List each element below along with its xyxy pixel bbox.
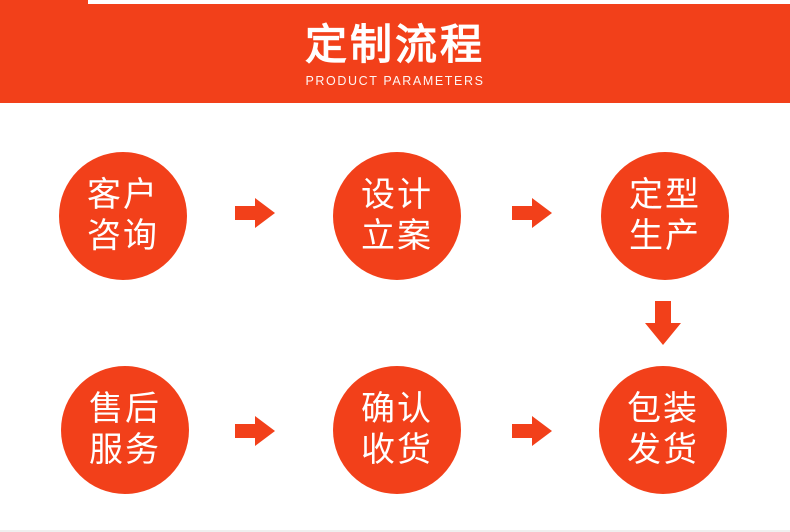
- arrow-right-icon: [235, 198, 275, 228]
- step-circle-confirm-receipt: 确认 收货: [333, 366, 461, 494]
- arrow-down-icon: [645, 301, 681, 345]
- step-label-line: 售后: [89, 389, 161, 428]
- step-label-line: 咨询: [87, 217, 159, 255]
- page-title: 定制流程: [304, 21, 485, 68]
- step-label-line: 定型: [629, 175, 701, 214]
- arrow-right-icon: [512, 198, 552, 228]
- step-circle-after-sales-service: 售后 服务: [61, 366, 189, 494]
- step-label-line: 确认: [361, 389, 433, 428]
- step-label-line: 收货: [361, 431, 433, 469]
- page-subtitle: PRODUCT PARAMETERS: [305, 74, 485, 89]
- step-circle-packing-shipping: 包装 发货: [599, 366, 727, 494]
- header-banner: 定制流程 PRODUCT PARAMETERS: [0, 4, 790, 103]
- bottom-divider: [0, 530, 790, 532]
- step-label-line: 发货: [627, 431, 699, 469]
- step-circle-customer-consultation: 客户 咨询: [59, 152, 187, 280]
- step-label-line: 生产: [629, 217, 701, 255]
- step-label-line: 立案: [361, 217, 433, 255]
- step-label-line: 服务: [89, 431, 161, 469]
- step-label-line: 客户: [87, 175, 159, 214]
- step-circle-finalize-production: 定型 生产: [601, 152, 729, 280]
- step-label-line: 包装: [627, 389, 699, 428]
- arrow-right-icon: [512, 416, 552, 446]
- header-corner-patch: [0, 0, 88, 6]
- arrow-right-icon: [235, 416, 275, 446]
- step-label-line: 设计: [361, 175, 433, 214]
- step-circle-design-filing: 设计 立案: [333, 152, 461, 280]
